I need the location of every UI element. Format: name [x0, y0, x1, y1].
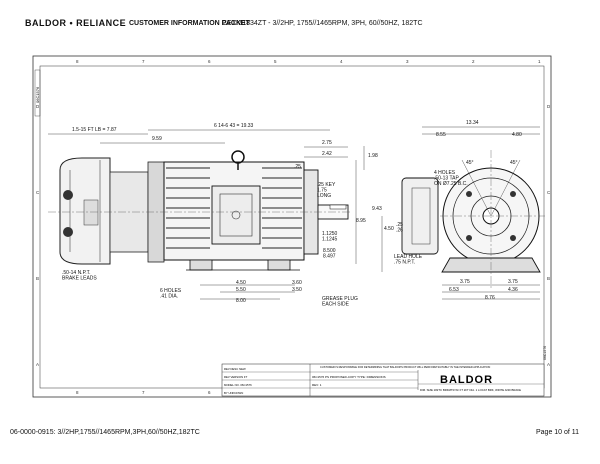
zone-number: 8 — [76, 59, 79, 64]
conduit-box — [211, 185, 261, 245]
dim-4-50: 4.50 — [236, 280, 246, 286]
dim-3-60: 3.60 — [292, 280, 302, 286]
zone-number: 2 — [472, 59, 475, 64]
zone-number: 8 — [76, 390, 79, 395]
title-block-row: BY UNKNOWN — [224, 391, 243, 395]
baldor-logo: BALDOR — [440, 374, 493, 386]
dim-3-75-right: 3.75 — [508, 279, 518, 285]
motor-foot — [189, 259, 213, 271]
dim-3-50: 3.50 — [292, 287, 302, 293]
dim-6-53: 6.53 — [449, 287, 459, 293]
title-block-row: MODEL NO. 06C1576 — [224, 383, 252, 387]
title-block-note: CUSTOMER IS RESPONSIBLE FOR DETERMINING … — [320, 365, 490, 369]
title-block-row: REV VERSION FT — [224, 375, 248, 379]
zone-letter: B — [547, 276, 550, 281]
dim-4-50-right: 4.50 — [384, 226, 394, 232]
dim-8-76: 8.76 — [485, 295, 495, 301]
zone-number: 7 — [142, 390, 145, 395]
motor-foot — [267, 259, 291, 271]
baldor-reliance-logo: BALDOR • RELIANCE — [25, 18, 127, 28]
zone-number: 5 — [274, 59, 277, 64]
dim-2-42: 2.42 — [322, 151, 332, 157]
brake-leads-note: .50-14 N.P.T.BRAKE LEADS — [62, 270, 97, 282]
title-block-rev: REV: 1 — [312, 383, 322, 387]
dim-25-26: .25.26 — [396, 222, 403, 234]
end-view — [401, 150, 545, 290]
dim-brake-length: 1.5-15 FT LB = 7.87 — [72, 127, 117, 133]
dim-body: 9.59 — [152, 136, 162, 142]
footer-page-number: Page 10 of 11 — [536, 429, 580, 436]
side-label: 06C1576 — [35, 86, 40, 103]
zone-letter: C — [547, 190, 551, 195]
catalog-description: CEXM1834ZT - 3//2HP, 1755//1465RPM, 3PH,… — [222, 20, 423, 27]
drawing-frame — [32, 55, 552, 398]
dim-9-43: 9.43 — [372, 206, 382, 212]
dim-25: .25 — [294, 164, 301, 170]
lifting-eye — [231, 150, 245, 164]
zone-letter: A — [36, 362, 39, 367]
title-block: CUSTOMER IS RESPONSIBLE FOR DETERMINING … — [221, 363, 545, 397]
brake-housing — [59, 157, 111, 265]
page-header: BALDOR • RELIANCE CUSTOMER INFORMATION P… — [25, 18, 423, 28]
drawing-number: 06C1576 — [543, 346, 547, 360]
holes-bottom-note: 6 HOLES.41 DIA. — [160, 288, 182, 300]
lead-hole-note: LEAD HOLE.75 N.P.T. — [394, 254, 423, 266]
zone-number: 7 — [142, 59, 145, 64]
dim-overall-length: 6 14-6 43 = 19.33 — [214, 123, 254, 129]
conduit-box-end — [401, 177, 439, 255]
zone-letter: C — [36, 190, 40, 195]
zone-number: 1 — [538, 59, 541, 64]
dim-5-50: 5.50 — [236, 287, 246, 293]
zone-number: 6 — [208, 390, 211, 395]
dim-8-00: 8.00 — [236, 298, 246, 304]
title-block-row: REV DESC NEW — [224, 367, 246, 371]
drawing-description: DIM. SIZE 182TC BRKMTR W/ FT 2FT DIA. 1 … — [420, 388, 521, 392]
zone-number: 6 — [208, 59, 211, 64]
zone-number: 3 — [406, 59, 409, 64]
dim-3-75-left: 3.75 — [460, 279, 470, 285]
dim-4-36: 4.36 — [508, 287, 518, 293]
zone-letter: A — [547, 362, 550, 367]
footer-document-id: 06-0000-0915: 3//2HP,1755//1465RPM,3PH,6… — [10, 429, 200, 436]
motor-frame — [163, 150, 305, 271]
dim-right-b: 4.80 — [512, 132, 522, 138]
dim-2-75: 2.75 — [322, 140, 332, 146]
dim-angle-1: 45° — [466, 160, 474, 166]
zone-number: 4 — [340, 59, 343, 64]
zone-letter: B — [36, 276, 39, 281]
zone-letter: D — [36, 104, 40, 109]
title-block-center: 06C1576 PS PROPOSED-COPY TYPE: DIMENSION… — [312, 375, 386, 379]
zone-letter: D — [547, 104, 551, 109]
dim-right-a: 8.55 — [436, 132, 446, 138]
packet-title: CUSTOMER INFORMATION PACKET — [129, 20, 250, 27]
dim-1-98: 1.98 — [368, 153, 378, 159]
dim-width-top: 13.34 — [466, 120, 479, 126]
dim-8-95: 8.95 — [356, 218, 366, 224]
dim-angle-2: 45° — [510, 160, 518, 166]
